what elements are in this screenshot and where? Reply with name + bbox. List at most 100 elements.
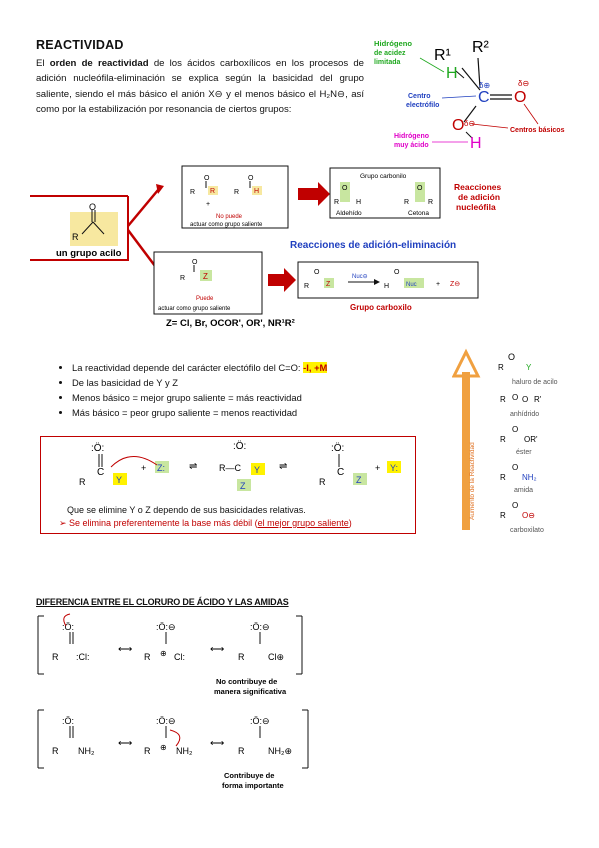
svg-text:R: R	[404, 199, 409, 206]
svg-text:⊕: ⊕	[160, 649, 167, 658]
svg-text:R: R	[79, 477, 86, 487]
r1-label: R¹	[434, 47, 451, 64]
svg-text:⊕: ⊕	[160, 743, 167, 752]
svg-text:O: O	[512, 393, 518, 402]
svg-text:de acidez: de acidez	[374, 50, 406, 57]
carbonyl-centers-diagram: R¹ R² H C δ⊕ O δ⊖ O δ⊖ H Hidrógeno de ac…	[374, 39, 565, 152]
svg-text:O: O	[89, 202, 96, 212]
svg-text:R: R	[500, 511, 506, 520]
carbonyl-oxygen: O	[514, 89, 526, 106]
svg-text:NH₂: NH₂	[522, 473, 537, 482]
svg-text:Cl⊕: Cl⊕	[268, 652, 284, 662]
svg-text:O: O	[314, 269, 320, 276]
svg-text:R: R	[210, 188, 215, 195]
reacciones-ad-elim: Reacciones de adición-eliminación	[290, 240, 456, 251]
cetona-label: Cetona	[408, 210, 429, 217]
svg-text::Ö:: :Ö:	[331, 442, 344, 454]
ladder-item-1: haluro de acilo	[512, 379, 558, 386]
svg-text:+: +	[436, 281, 440, 288]
svg-text::Ö:⊖: :Ö:⊖	[156, 716, 176, 726]
svg-text:R: R	[238, 746, 245, 756]
svg-text:R: R	[52, 746, 59, 756]
svg-text:⟷: ⟷	[118, 644, 132, 655]
svg-text:+: +	[375, 463, 380, 473]
svg-text:R: R	[428, 199, 433, 206]
top-substrates-box	[181, 165, 289, 229]
svg-text:R: R	[180, 275, 185, 282]
svg-text:Z: Z	[240, 481, 246, 491]
svg-text:Y: Y	[526, 363, 532, 372]
svg-text:NH₂⊕: NH₂⊕	[268, 746, 292, 756]
note1-line1: No contribuye de	[216, 677, 277, 686]
svg-text:⟷: ⟷	[118, 738, 132, 749]
svg-text::Cl:: :Cl:	[76, 652, 90, 662]
svg-text:R: R	[500, 473, 506, 482]
svg-text:Z: Z	[203, 272, 208, 281]
z-definition: Z= Cl, Br, OCOR', OR', NR¹R²	[166, 318, 295, 329]
svg-text:+: +	[141, 463, 146, 473]
svg-text:O: O	[512, 425, 518, 434]
z-anion: Z⊖	[450, 281, 460, 288]
svg-text:O: O	[417, 185, 423, 192]
nuc-box: Nuc	[406, 282, 417, 288]
carbon-center: C	[478, 89, 490, 106]
svg-text:Y:: Y:	[390, 463, 398, 473]
svg-text:O: O	[512, 501, 518, 510]
svg-text:O⊖: O⊖	[522, 511, 535, 520]
svg-text::Ö:⊖: :Ö:⊖	[250, 716, 270, 726]
svg-text:δ⊖: δ⊖	[464, 119, 475, 128]
svg-text:O: O	[342, 185, 348, 192]
svg-text:⟷: ⟷	[210, 738, 224, 749]
svg-text:H: H	[356, 199, 361, 206]
svg-text:O: O	[508, 352, 515, 362]
line2-post: )	[348, 518, 352, 528]
r2-label: R²	[472, 39, 490, 56]
note2-line1: Contribuye de	[224, 771, 274, 780]
reacciones-adicion-2: de adición	[458, 192, 500, 202]
svg-text:R: R	[144, 652, 151, 662]
svg-text:NH₂: NH₂	[78, 746, 95, 756]
bullet-1-text: La reactividad depende del carácter elec…	[72, 362, 304, 373]
svg-text:⟷: ⟷	[210, 644, 224, 655]
intro-bold: orden de reactividad	[49, 58, 149, 69]
svg-text:R: R	[500, 395, 506, 404]
svg-text:O: O	[522, 395, 528, 404]
svg-text:H: H	[254, 188, 259, 195]
puede-label: Puede	[196, 296, 214, 302]
intro-text-1: El	[36, 58, 50, 69]
svg-text:muy ácido: muy ácido	[394, 142, 429, 149]
svg-text:δ⊖: δ⊖	[518, 79, 529, 88]
bullet-2: De las basicidad de Y y Z	[72, 377, 388, 388]
svg-text:H: H	[384, 283, 389, 290]
svg-text:R: R	[334, 199, 339, 206]
grupo-carboxilo-label: Grupo carboxilo	[350, 303, 412, 312]
svg-text::Ö:: :Ö:	[233, 440, 246, 452]
puede-sub: actuar como grupo saliente	[158, 306, 231, 312]
line2-pre: Se elimina preferentemente la base más d…	[69, 518, 258, 528]
svg-text:Hidrógeno: Hidrógeno	[374, 39, 412, 48]
svg-text:O: O	[512, 463, 518, 472]
svg-text:O: O	[394, 269, 400, 276]
svg-text:Hidrógeno: Hidrógeno	[394, 133, 429, 140]
svg-text::Ö:⊖: :Ö:⊖	[156, 622, 176, 632]
acyl-box-border	[30, 196, 129, 261]
page-title: REACTIVIDAD	[36, 38, 124, 52]
svg-text:+: +	[206, 201, 210, 208]
ladder-item-2: anhídrido	[510, 411, 539, 418]
svg-text:electrófilo: electrófilo	[406, 102, 439, 109]
bullet-1: La reactividad depende del carácter elec…	[72, 362, 388, 373]
line2-underline: el mejor grupo saliente	[257, 518, 349, 528]
bottom-substrate-box	[153, 251, 263, 315]
note2-line2: forma importante	[222, 781, 284, 790]
axis-label: Aumento de la Reactividad	[469, 442, 476, 520]
mechanism-scheme: :Ö: CR Y + Z: ⇌ :Ö: R—C Y Z ⇌ :Ö: CR Z +…	[79, 440, 401, 491]
svg-text:R: R	[72, 232, 79, 242]
svg-text:OR': OR'	[524, 435, 538, 444]
svg-text:Y: Y	[116, 475, 122, 485]
svg-text:O: O	[248, 175, 254, 182]
svg-text:Centros básicos: Centros básicos	[510, 127, 565, 134]
